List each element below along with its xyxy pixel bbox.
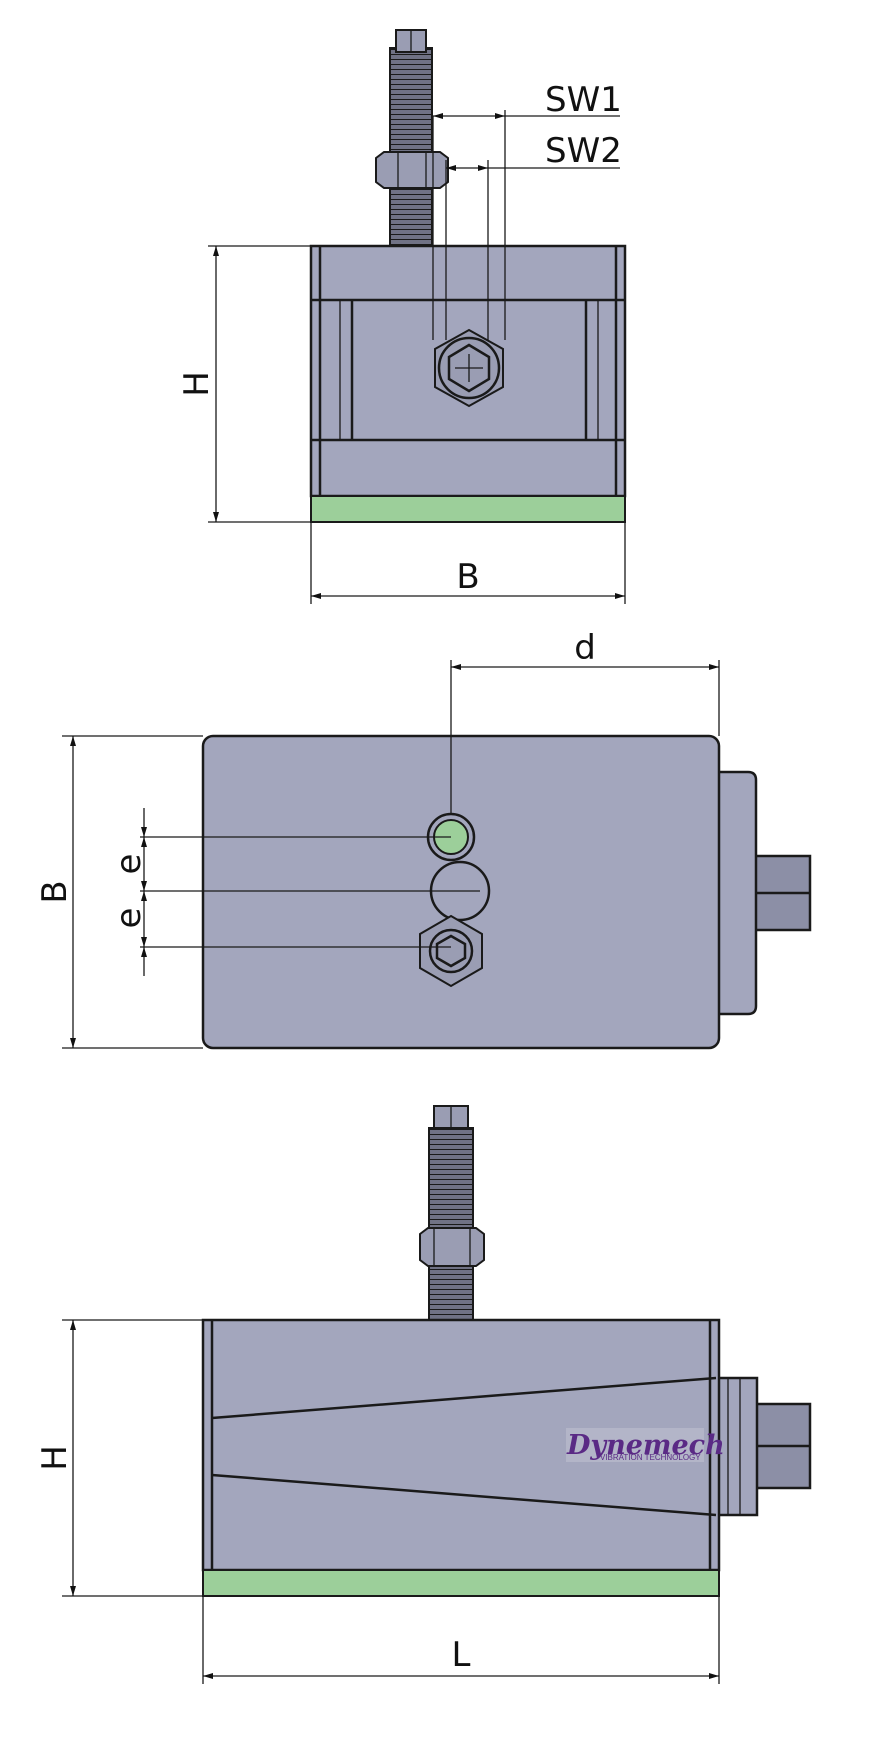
- top-view: d B e e: [35, 628, 812, 1050]
- front-view: SW1 SW2 H B: [177, 29, 627, 604]
- b-top-label: B: [35, 880, 75, 903]
- sw1-label: SW1: [545, 80, 622, 120]
- d-label: d: [574, 628, 596, 668]
- b-front-label: B: [456, 557, 479, 597]
- top-housing: [201, 734, 721, 1050]
- front-pad: [310, 495, 626, 523]
- l-label: L: [452, 1635, 471, 1675]
- side-end-cap: [713, 1376, 759, 1517]
- top-hex-bolt: [419, 914, 483, 988]
- threaded-rod: [389, 47, 433, 247]
- logo-tagline: VIBRATION TECHNOLOGY: [600, 1453, 701, 1462]
- dynemech-logo: Dynemech VIBRATION TECHNOLOGY: [566, 1428, 725, 1462]
- side-pad: [202, 1569, 720, 1597]
- top-side-boss: [714, 770, 758, 1016]
- side-threaded-rod: [428, 1127, 474, 1321]
- h-front-label: H: [177, 371, 217, 397]
- sw2-label: SW2: [545, 131, 622, 171]
- e-upper-label: e: [109, 854, 149, 875]
- e-lower-label: e: [109, 908, 149, 929]
- side-view: Dynemech VIBRATION TECHNOLOGY H L: [35, 1105, 812, 1684]
- h-side-label: H: [35, 1445, 75, 1471]
- lock-nut: [375, 151, 449, 189]
- side-lock-nut: [419, 1227, 485, 1267]
- logo-name: Dynemech: [566, 1430, 725, 1461]
